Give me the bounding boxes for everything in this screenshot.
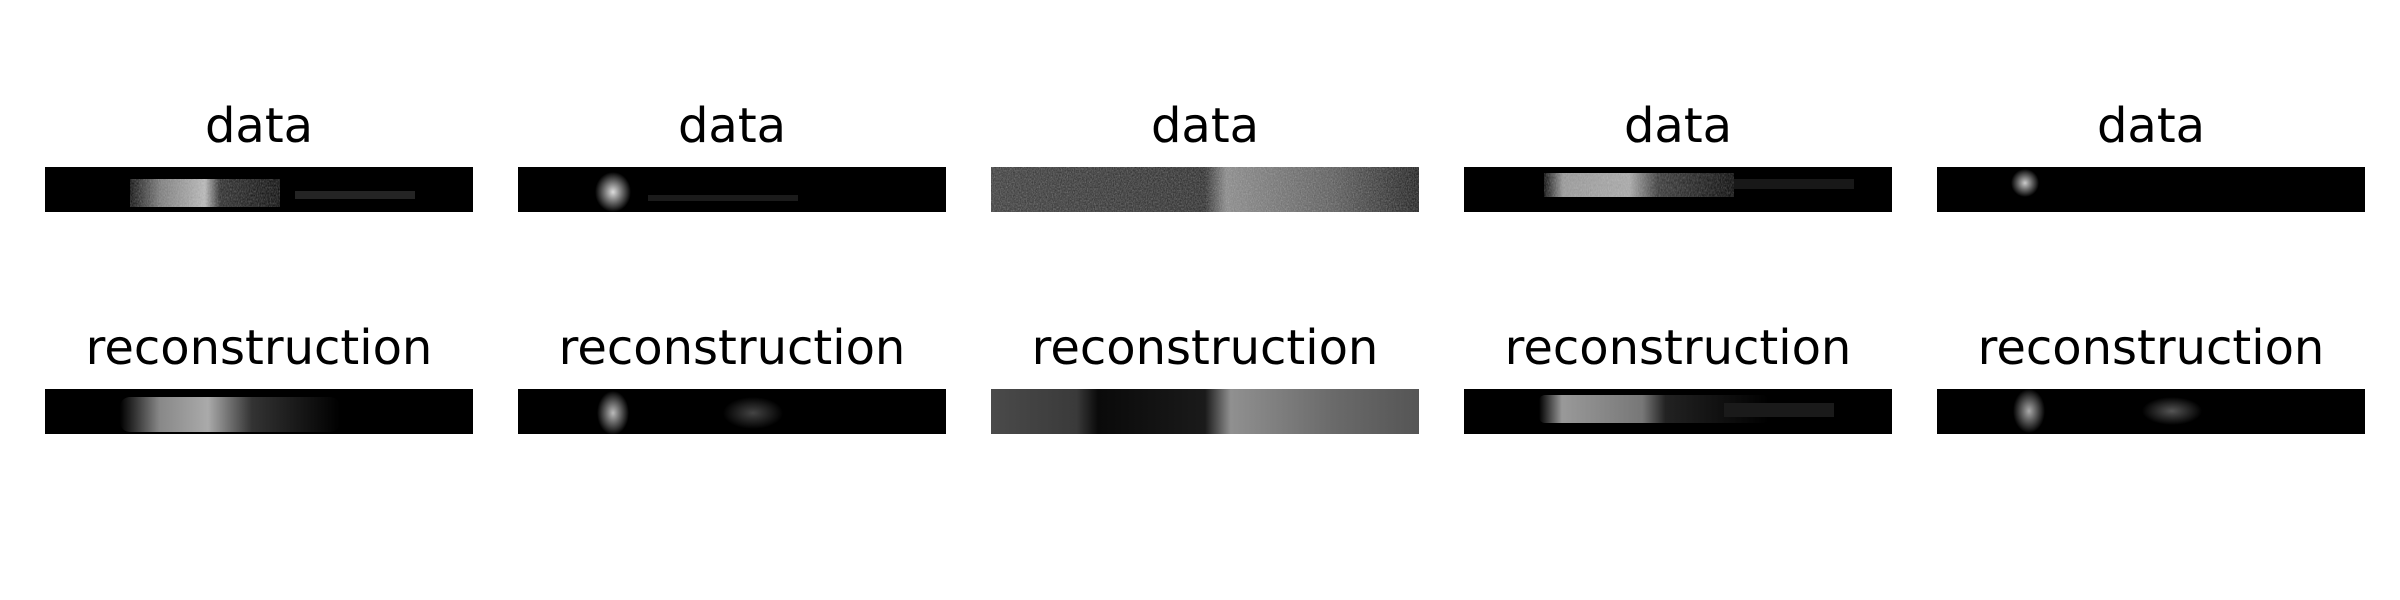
panel-title-data-1: data xyxy=(204,98,314,154)
panel-title-reconstruction-2: reconstruction xyxy=(558,320,906,376)
panel-title-reconstruction-3: reconstruction xyxy=(1031,320,1379,376)
panel-title-data-5: data xyxy=(2096,98,2206,154)
data-image-5 xyxy=(1937,167,2365,212)
panel-title-reconstruction-4: reconstruction xyxy=(1504,320,1852,376)
panel-title-data-4: data xyxy=(1623,98,1733,154)
panel-title-reconstruction-5: reconstruction xyxy=(1977,320,2325,376)
reconstruction-image-2 xyxy=(518,389,946,434)
panel-title-reconstruction-1: reconstruction xyxy=(85,320,433,376)
reconstruction-image-3 xyxy=(991,389,1419,434)
reconstruction-image-1 xyxy=(45,389,473,434)
panel-title-data-2: data xyxy=(677,98,787,154)
reconstruction-image-5 xyxy=(1937,389,2365,434)
reconstruction-image-4 xyxy=(1464,389,1892,434)
data-image-1 xyxy=(45,167,473,212)
panel-title-data-3: data xyxy=(1150,98,1260,154)
data-image-4 xyxy=(1464,167,1892,212)
data-image-3 xyxy=(991,167,1419,212)
data-image-2 xyxy=(518,167,946,212)
